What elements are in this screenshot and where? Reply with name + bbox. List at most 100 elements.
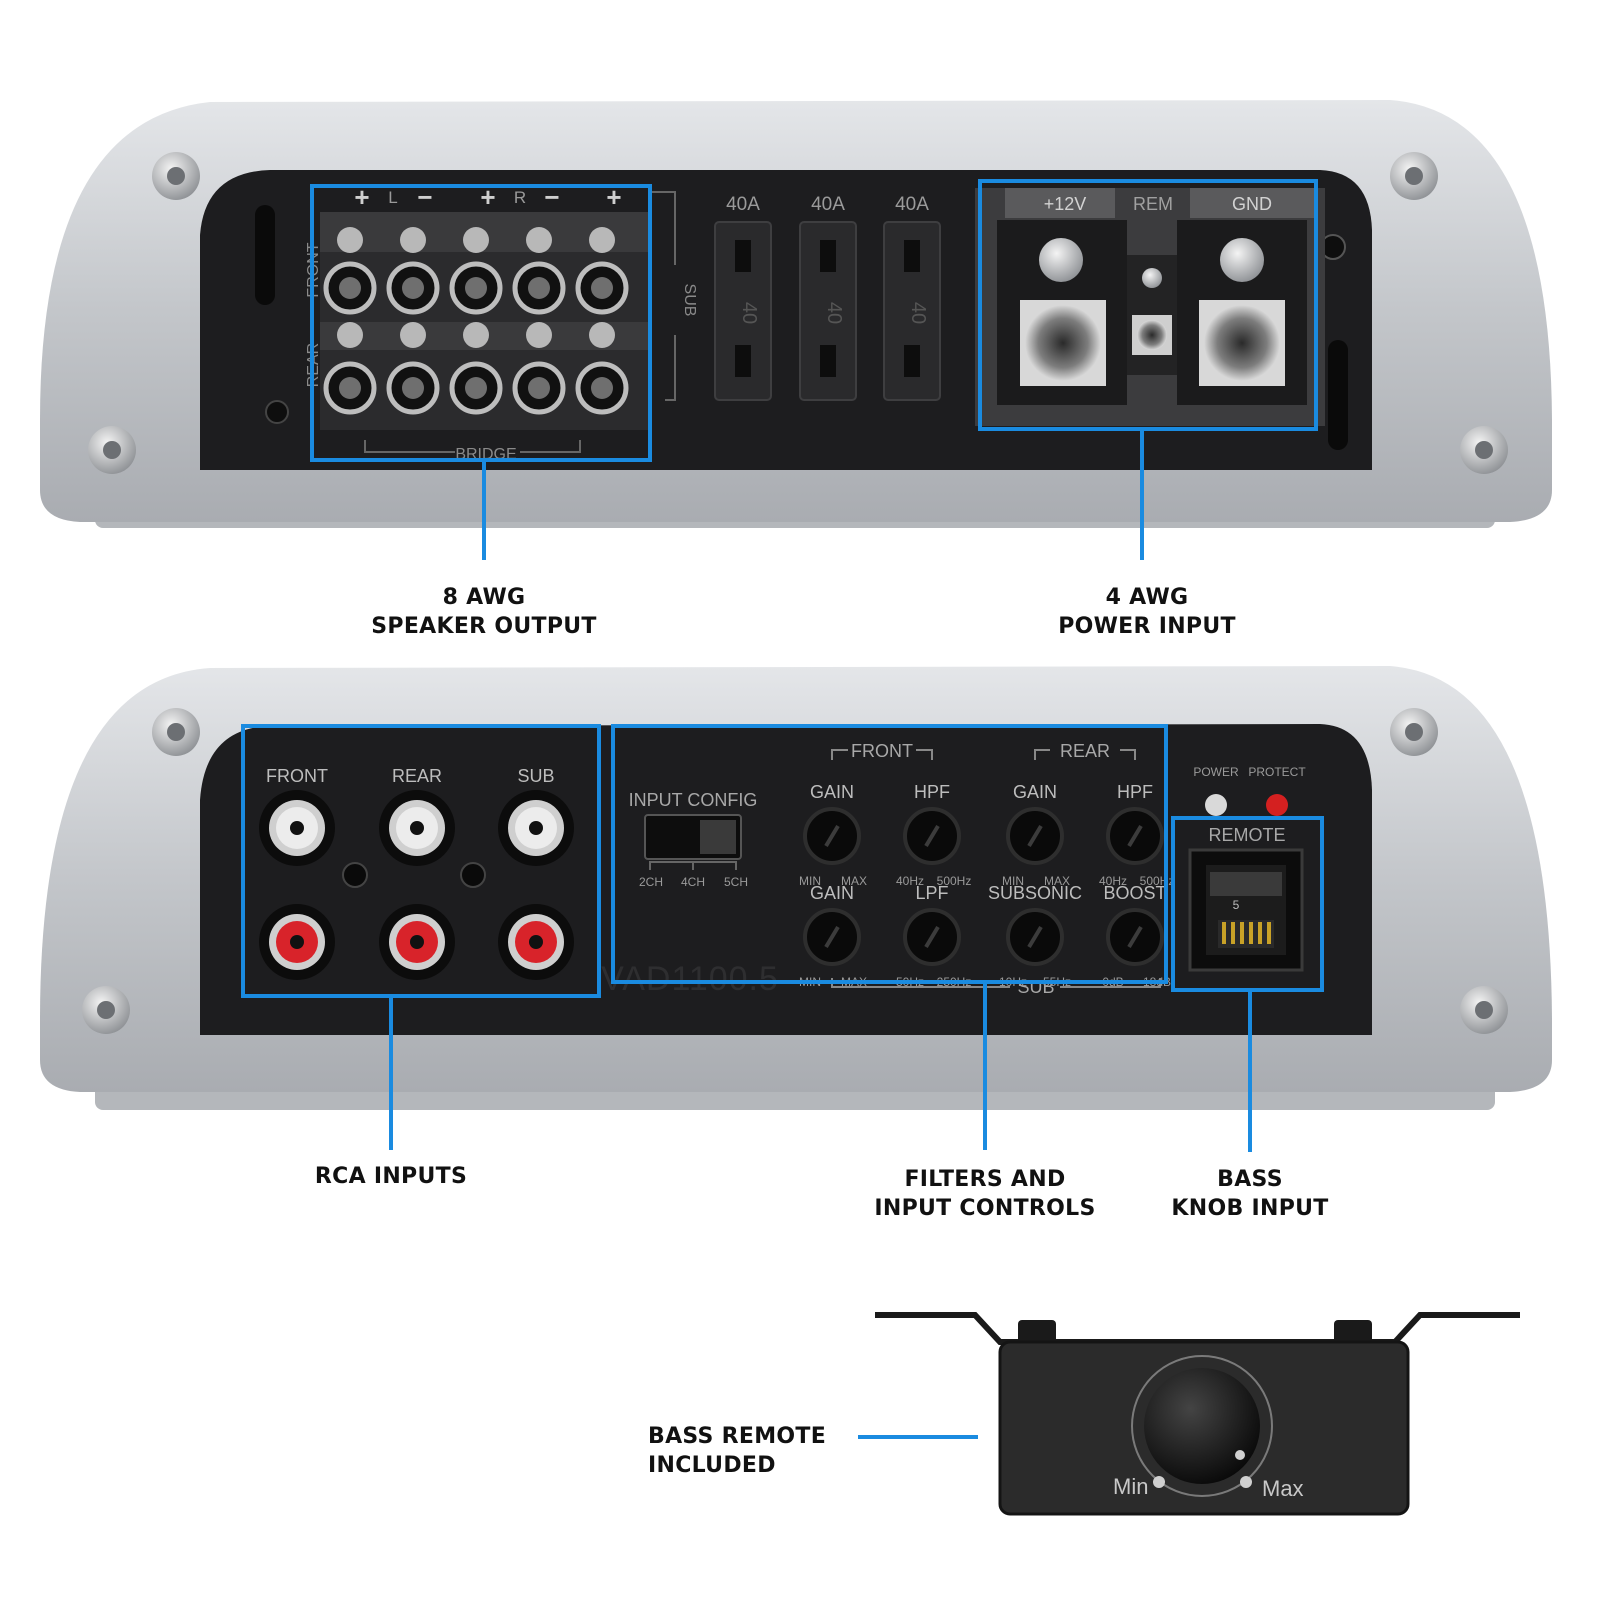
front-group-label: FRONT: [851, 741, 913, 761]
knob-slot-icon: [824, 824, 840, 848]
rca-pin-icon: [290, 821, 304, 835]
sub-side-label: SUB: [681, 284, 698, 317]
terminal-screw-icon: [589, 322, 615, 348]
svg-text:40: 40: [907, 302, 929, 324]
power-terminal-block: +12V REM GND: [975, 188, 1325, 426]
terminal-screw-icon: [337, 227, 363, 253]
terminal-screw-icon: [400, 322, 426, 348]
speaker-output-highlight: [310, 184, 652, 462]
svg-text:40: 40: [738, 302, 760, 324]
power-led-icon: [1205, 794, 1227, 816]
bass-level-knob[interactable]: [1144, 1368, 1260, 1484]
panel-screw-icon: [460, 862, 486, 888]
knob-label: HPF: [914, 782, 950, 802]
screw-icon: [152, 708, 200, 756]
rca-header-rear: REAR: [392, 766, 442, 786]
rca-jacks: [259, 790, 574, 980]
rca-pin-icon: [410, 935, 424, 949]
knob-range-max: MAX: [841, 874, 867, 888]
knob-slot-icon: [824, 925, 840, 949]
power-bore-icon: [1025, 305, 1101, 381]
switch-position-label: 4CH: [681, 875, 705, 889]
terminal-label-12v: +12V: [1044, 194, 1087, 214]
screw-icon: [1390, 152, 1438, 200]
terminal-bore-icon: [465, 277, 487, 299]
knob-slot-icon: [924, 925, 940, 949]
knob-indicator-icon: [1235, 1450, 1245, 1460]
terminal-bore-icon: [465, 377, 487, 399]
terminal-bore-icon: [339, 377, 361, 399]
front-bracket: [831, 749, 933, 760]
polarity-mark: +: [606, 182, 621, 212]
power-input-highlight: [978, 179, 1318, 431]
polarity-mark: L: [388, 188, 397, 207]
terminal-screw-icon: [1142, 268, 1162, 288]
terminal-bore-icon: [591, 377, 613, 399]
input-config-label: INPUT CONFIG: [629, 790, 758, 810]
fuse-icon: 40: [883, 221, 941, 401]
switch-bracket: [649, 861, 737, 870]
filters-highlight: [611, 724, 1168, 984]
bass-remote-callout: BASS REMOTE INCLUDED: [648, 1424, 827, 1478]
knob-range-min: 40Hz: [1099, 874, 1127, 888]
input-config-switch-slider[interactable]: [700, 820, 736, 854]
polarity-mark: −: [417, 182, 432, 212]
terminal-screw-icon: [526, 227, 552, 253]
knob-slot-icon: [924, 824, 940, 848]
fuse-bank: 40A 40A 40A 40 40 40: [714, 194, 941, 401]
knob-range-min: 40Hz: [896, 874, 924, 888]
knob-label: LPF: [915, 883, 948, 903]
remote-port-highlight: [1171, 816, 1324, 992]
screw-icon: [1460, 986, 1508, 1034]
min-dot-icon: [1153, 1476, 1165, 1488]
panel-screw-icon: [342, 862, 368, 888]
fuse-rating: 40A: [726, 194, 760, 215]
bass-knob-callout: BASS KNOB INPUT: [1171, 1167, 1329, 1221]
remote-pin-label: 5: [1233, 898, 1240, 912]
terminal-screw-icon: [400, 227, 426, 253]
screw-icon: [1460, 426, 1508, 474]
bass-remote-knob: Min Max: [858, 1312, 1520, 1516]
terminal-bore-icon: [402, 377, 424, 399]
speaker-terminal-block: [320, 212, 650, 430]
terminal-screw-icon: [1039, 238, 1083, 282]
rca-inputs-highlight: [241, 724, 601, 998]
rca-inputs-callout: RCA INPUTS: [314, 1164, 468, 1189]
terminal-bore-icon: [528, 377, 550, 399]
knob-range-max: 500Hz: [937, 874, 972, 888]
min-label: Min: [1113, 1474, 1148, 1499]
vent-slot: [1328, 340, 1348, 450]
terminal-screw-icon: [589, 227, 615, 253]
rca-pin-icon: [410, 821, 424, 835]
terminal-label-rem: REM: [1133, 194, 1173, 214]
terminal-screw-icon: [1220, 238, 1264, 282]
knob-range-min: MIN: [1002, 874, 1024, 888]
knob-slot-icon: [1127, 925, 1143, 949]
polarity-mark: +: [480, 182, 495, 212]
max-dot-icon: [1240, 1476, 1252, 1488]
black-panel: [200, 724, 1372, 1035]
protect-led-icon: [1266, 794, 1288, 816]
terminal-screw-icon: [337, 322, 363, 348]
rear-bracket: [1034, 749, 1136, 760]
dial-ring: [1131, 1355, 1273, 1497]
terminal-bore-icon: [528, 277, 550, 299]
speaker-output-callout: 8 AWG SPEAKER OUTPUT: [371, 585, 597, 639]
ground-bore-icon: [1204, 305, 1280, 381]
knob-slot-icon: [1127, 824, 1143, 848]
switch-position-label: 2CH: [639, 875, 663, 889]
bridge-bracket: [364, 440, 581, 453]
vent-slot: [255, 205, 275, 305]
rca-pin-icon: [529, 821, 543, 835]
terminal-screw-icon: [526, 322, 552, 348]
knob-range-min: MIN: [799, 874, 821, 888]
rca-header-sub: SUB: [517, 766, 554, 786]
fuse-rating: 40A: [895, 194, 929, 215]
bracket-screw-icon: [1018, 1320, 1056, 1346]
fuse-icon: 40: [799, 221, 857, 401]
switch-position-label: 5CH: [724, 875, 748, 889]
knob-label: GAIN: [810, 883, 854, 903]
polarity-mark: −: [544, 182, 559, 212]
amplifier-signal-end-panel: FRONT REAR SUB INPUT CONFIG 2CH 4CH 5CH …: [40, 666, 1552, 1152]
knob-range-max: MAX: [1044, 874, 1070, 888]
